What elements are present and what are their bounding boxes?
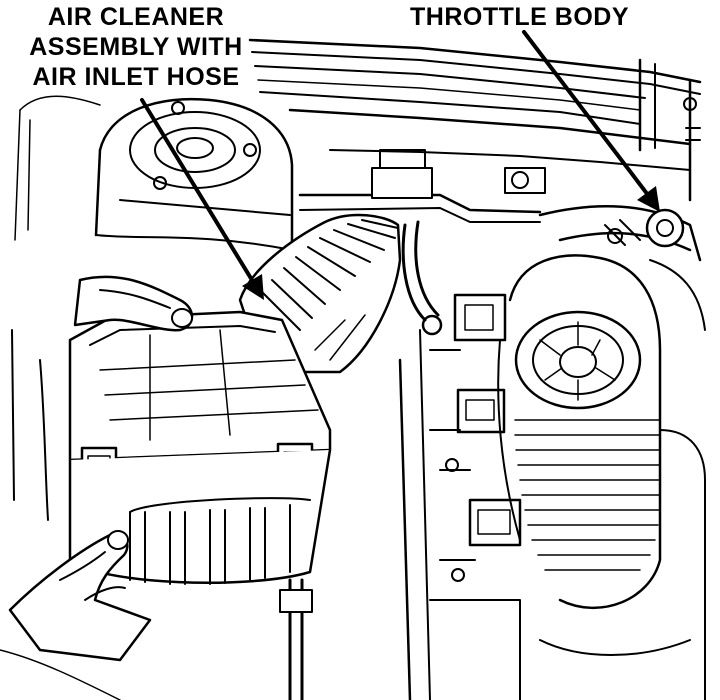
- ribbed-drum: [497, 254, 706, 700]
- throttle-body: [538, 205, 706, 331]
- cowl-panel: [248, 38, 702, 202]
- throttle-body-callout: THROTTLE BODY: [410, 3, 629, 31]
- throttle-body-leader-arrow: [522, 30, 660, 212]
- air-cleaner-box: [68, 310, 332, 700]
- air-cleaner-leader-arrow: [140, 98, 264, 300]
- air-cleaner-callout-line-2: ASSEMBLY WITH: [29, 33, 243, 61]
- technician-hands: [8, 275, 194, 662]
- air-cleaner-callout-line-3: AIR INLET HOSE: [32, 63, 240, 91]
- air-cleaner-callout-line-1: AIR CLEANER: [47, 3, 225, 31]
- hose-bracket: [298, 149, 546, 336]
- air-cleaner-callout: AIR CLEANER ASSEMBLY WITH AIR INLET HOSE: [22, 2, 250, 92]
- engine-front-brackets: [398, 293, 522, 700]
- left-fender: [0, 329, 121, 700]
